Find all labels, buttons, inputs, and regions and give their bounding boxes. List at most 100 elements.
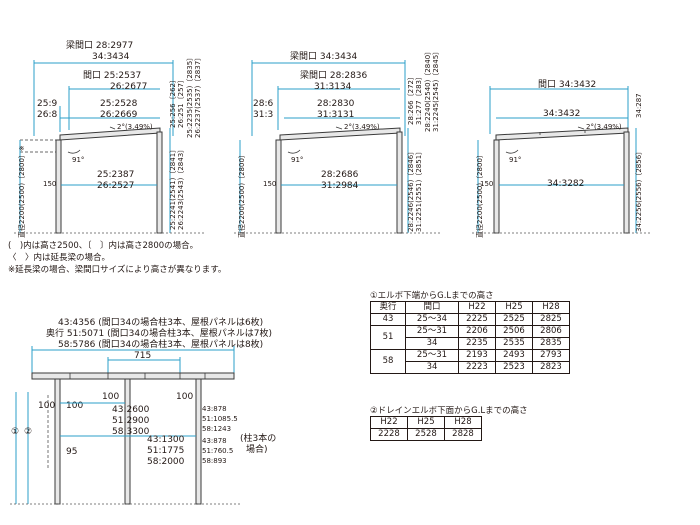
col-h25: H25: [407, 416, 445, 429]
side-view: 43:4356 (間口34の場合柱3本、屋根パネルは6枚) 奥行 51:5071…: [10, 316, 276, 505]
note-warning: ※延長梁の場合、梁間口サイズにより高さが異なります。: [8, 265, 227, 275]
col-depth: 奥行: [370, 301, 406, 314]
cell: 2523: [495, 361, 533, 374]
fig2-rv-paren-1: 28:2240(2540)〔2840〕: [424, 48, 432, 132]
col-h25: H25: [495, 301, 533, 314]
fig2-left-height: 直径2200(2500)〔2800〕: [237, 151, 246, 238]
fig1-beam-opening-1: 梁間口 28:2977: [66, 39, 133, 51]
cell: 2228: [370, 428, 408, 441]
post-right-2: [396, 131, 403, 234]
cell: 25〜34: [405, 313, 459, 326]
side-posts-note-2: 場合): [246, 443, 268, 455]
fig3-rv-mid: 34:2256(2556)〔2856〕: [635, 148, 643, 232]
fig1-angle: 91°: [72, 156, 84, 164]
note-extension: 〈 〉内は延長梁の場合。: [8, 253, 111, 263]
fig2-rv-mid-1: 28:2246(2546)〔2846〕: [407, 148, 415, 232]
side-roof: [31, 372, 235, 380]
side-span-right-3: 58:1243: [202, 425, 231, 433]
table-header-row: 奥行 間口 H22 H25 H28: [370, 301, 570, 314]
cell: 2828: [444, 428, 482, 441]
fig1-rv-mid-1: 25:2241(2541)〔2841〕: [169, 146, 177, 230]
side-span2-right-2: 51:760.5: [202, 447, 233, 455]
side-span2-3: 58:2000: [147, 457, 185, 467]
front-view-3: 間口 34:3432 34:3432 2°(3.49%) 91° 150 34:…: [472, 79, 650, 238]
table-row: 34 2235 2535 2835: [371, 337, 570, 350]
fig2-post-offset: 150: [263, 180, 276, 188]
side-offset-right: 100: [176, 392, 193, 402]
cell: 2793: [532, 349, 570, 362]
drain-height-table: H22 H25 H28 2228 2528 2828: [370, 416, 482, 441]
fig1-left-offset-2: 26:8: [37, 110, 57, 120]
fig3-post-offset: 150: [480, 180, 493, 188]
side-span-right-1: 43:878: [202, 405, 227, 413]
table-row: 58 25〜31 2193 2493 2793: [370, 349, 570, 374]
fig3-angle: 91°: [509, 156, 521, 164]
side-post-right: [195, 378, 202, 505]
table-row: 51 25〜31 2206 2506 2806: [370, 325, 570, 350]
side-offset-mid: 100: [102, 392, 119, 402]
cell: 34: [405, 337, 459, 350]
side-span-right-2: 51:1085.5: [202, 415, 238, 423]
fig1-opening-1: 間口 25:2537: [83, 70, 141, 81]
cell: 58: [370, 349, 406, 374]
col-h22: H22: [370, 416, 408, 429]
table-row: 43 25〜34 2225 2525 2825: [370, 313, 570, 326]
fig2-inner-2: 31:3131: [317, 110, 354, 120]
cell: 2506: [495, 325, 533, 338]
side-circle-2: ②: [24, 427, 32, 437]
fig1-bottom-1: 25:2387: [97, 170, 134, 180]
fig3-opening: 間口 34:3432: [538, 79, 596, 90]
side-depth-2: 奥行 51:5071 (間口34の場合柱3本、屋根パネルは7枚): [46, 327, 272, 339]
side-circle-1: ①: [11, 427, 19, 437]
side-span-1: 43:2600: [112, 405, 150, 415]
cell: 2535: [495, 337, 533, 350]
fig1-inner-1: 25:2528: [100, 99, 138, 109]
front-view-2: 梁間口 34:3434 梁間口 28:2836 31:3134 28:6 31:…: [234, 48, 442, 238]
side-post-mid: [124, 378, 131, 505]
fig3-inner: 34:3432: [543, 109, 580, 119]
cell: 43: [370, 313, 406, 326]
fig1-slope: 2°(3.49%): [117, 123, 153, 131]
fig2-rv-top-1: 28:266〔272〕: [407, 73, 415, 125]
fig2-beam-inner-1: 梁間口 28:2836: [300, 69, 368, 81]
cell: 25〜31: [405, 325, 459, 338]
col-h28: H28: [444, 416, 482, 429]
cell: 2193: [458, 349, 496, 362]
fig1-bottom-2: 26:2527: [97, 181, 134, 191]
fig1-opening-2: 26:2677: [110, 82, 147, 92]
cell: 2835: [532, 337, 570, 350]
cell: 2223: [458, 361, 496, 374]
col-h22: H22: [458, 301, 496, 314]
note-height: ( )内は高さ2500、〔 〕内は高さ2800の場合。: [8, 241, 199, 251]
fig3-rv-top: 34:287: [635, 93, 643, 118]
cell: 2825: [532, 313, 570, 326]
fig2-rv-mid-2: 31:2251(2551)〔2851〕: [415, 148, 423, 232]
col-h28: H28: [532, 301, 570, 314]
side-posts-note-1: (柱3本の: [240, 432, 276, 444]
fig1-beam-opening-2: 34:3434: [92, 52, 130, 62]
fig2-rv-paren-2: 31:2245(2545)〔2845〕: [432, 48, 440, 132]
post-left-3: [493, 139, 500, 234]
post-right-3: [623, 131, 630, 234]
side-span-2: 51:2900: [112, 416, 150, 426]
side-depth-1: 43:4356 (間口34の場合柱3本、屋根パネルは6枚): [58, 316, 263, 328]
side-depth-3: 58:5786 (間口34の場合柱3本、屋根パネルは8枚): [58, 338, 263, 350]
fig2-beam-opening: 梁間口 34:3434: [290, 50, 358, 62]
cell: 2493: [495, 349, 533, 362]
side-offset-left: 100: [38, 401, 55, 411]
side-span2-1: 43:1300: [147, 435, 185, 445]
fig1-rv-top-1: 25:256〔262〕: [169, 76, 177, 128]
cell: 51: [370, 325, 406, 350]
fig2-bottom-2: 31:2984: [321, 181, 359, 191]
cell: 2225: [458, 313, 496, 326]
col-opening: 間口: [405, 301, 459, 314]
fig2-slope: 2°(3.49%): [344, 123, 380, 131]
post-left-2: [275, 139, 282, 234]
fig2-left-offset-2: 31:3: [253, 110, 273, 120]
table-header-row: H22 H25 H28: [370, 416, 482, 429]
cell: 2823: [532, 361, 570, 374]
fig1-rv-paren-1: 25:2235(2535)〔2835〕: [186, 54, 194, 138]
fig1-left-offset-1: 25:9: [37, 99, 57, 109]
cell: 2235: [458, 337, 496, 350]
